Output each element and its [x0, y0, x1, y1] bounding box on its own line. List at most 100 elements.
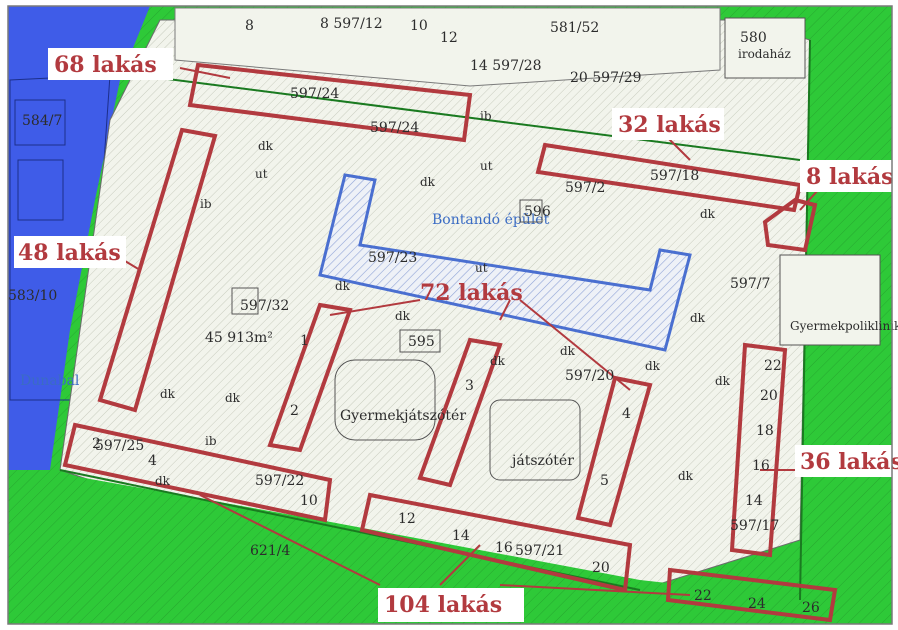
- demolish-building: [318, 173, 692, 352]
- north-block: [174, 7, 721, 87]
- building-68: [187, 62, 473, 143]
- parcel-label: 45 913m²: [205, 330, 273, 346]
- building-irodahaz: [724, 17, 806, 79]
- callout-36: 36 lakás: [795, 445, 898, 477]
- building-104a: [62, 422, 333, 523]
- house-number: 8: [245, 18, 254, 34]
- house-number: 16: [752, 458, 770, 474]
- building-8: [762, 197, 818, 253]
- parcel-label: 8 597/12: [320, 16, 383, 32]
- structure-jatszoter: [489, 399, 581, 481]
- house-number: 14: [452, 528, 470, 544]
- house-number: 18: [756, 423, 774, 439]
- building-584: [14, 99, 66, 146]
- landuse-code: ib: [205, 434, 217, 448]
- new-buildings: [62, 62, 838, 623]
- landuse-code: ib: [200, 197, 212, 211]
- house-number: 1: [300, 333, 309, 349]
- parcel-label: 621/4: [250, 543, 290, 559]
- parcel-label: 584/7: [22, 113, 62, 129]
- label-irodahaz: irodaház: [738, 47, 791, 61]
- house-number: 14: [745, 493, 763, 509]
- parcel-label: 581/52: [550, 20, 599, 36]
- landuse-code: dk: [560, 344, 576, 358]
- building-72b: [417, 337, 503, 488]
- landuse-code: dk: [490, 354, 506, 368]
- structure-596: [519, 199, 543, 223]
- house-number: 4: [622, 406, 631, 422]
- parcel-label: 597/18: [650, 168, 699, 184]
- svg-text:8 lakás: 8 lakás: [806, 164, 893, 190]
- house-number: 5: [600, 473, 609, 489]
- landuse-code: dk: [715, 374, 731, 388]
- svg-text:72 lakás: 72 lakás: [420, 280, 523, 306]
- parcel-label: 597/21: [515, 543, 564, 559]
- house-number: 22: [694, 588, 712, 604]
- parcel-label: 597/20: [565, 368, 614, 384]
- parcel-label: 596: [524, 204, 551, 220]
- parcel-label: 597/23: [368, 250, 417, 266]
- parcel-label: 580: [740, 30, 767, 46]
- road-north: [159, 77, 801, 161]
- landuse-code: dk: [225, 391, 241, 405]
- svg-text:48 lakás: 48 lakás: [18, 240, 121, 266]
- parcel-label: 597/32: [240, 298, 289, 314]
- label-gyermekjatszoter: Gyermekjátszótér: [340, 408, 466, 424]
- landuse-code: dk: [700, 207, 716, 221]
- landuse-codes: dk ut ib dk dk ut dk dk dk dk dk dk ib d…: [155, 109, 731, 488]
- building-104c: [665, 567, 838, 623]
- landuse-code: ut: [255, 167, 268, 181]
- landuse-code: dk: [160, 387, 176, 401]
- house-number: 10: [300, 493, 318, 509]
- landuse-code: ut: [475, 261, 488, 275]
- house-number: 20: [760, 388, 778, 404]
- house-number: 12: [398, 511, 416, 527]
- building-36: [729, 342, 788, 558]
- callout-48: 48 lakás: [14, 236, 126, 268]
- parcel-label: 597/25: [95, 438, 144, 454]
- callout-104: 104 lakás: [378, 588, 524, 622]
- parcel-label: 14 597/28: [470, 58, 542, 74]
- house-number: 24: [748, 596, 766, 612]
- landuse-code: dk: [645, 359, 661, 373]
- structure-playground: [334, 359, 436, 441]
- building-72c: [575, 375, 653, 528]
- parcel-label: 597/2: [565, 180, 605, 196]
- landuse-code: dk: [258, 139, 274, 153]
- house-number: 22: [764, 358, 782, 374]
- parcel-label: 597/24: [370, 120, 419, 136]
- parcel-label: 583/10: [8, 288, 57, 304]
- map-border: [7, 5, 893, 625]
- label-duna: Dunabal: [20, 373, 80, 389]
- house-numbers: 1 2 3 4 5 2 4 10 12 14 16 20 22 24 26 14…: [92, 18, 820, 616]
- callout-leaders: [109, 67, 821, 596]
- svg-text:36 lakás: 36 lakás: [800, 449, 898, 475]
- landuse-code: dk: [678, 469, 694, 483]
- landuse-code: dk: [335, 279, 351, 293]
- house-number: 10: [410, 18, 428, 34]
- callout-8: 8 lakás: [800, 160, 894, 192]
- house-number: 20: [592, 560, 610, 576]
- svg-text:32 lakás: 32 lakás: [618, 112, 721, 138]
- svg-text:104 lakás: 104 lakás: [384, 592, 502, 618]
- building-583: [17, 159, 64, 221]
- parcel-label: 595: [408, 334, 435, 350]
- callout-32: 32 lakás: [612, 108, 724, 140]
- house-number: 3: [465, 378, 474, 394]
- building-poliklinika: [779, 254, 881, 346]
- label-gyermekpoliklinika: Gyermekpoliklinika: [790, 319, 898, 333]
- parcel-label: 597/7: [730, 276, 770, 292]
- building-32: [535, 142, 803, 213]
- house-number: 4: [148, 453, 157, 469]
- landuse-code: ut: [480, 159, 493, 173]
- label-jatszoter: játszótér: [510, 453, 574, 469]
- parcel-label: 20 597/29: [570, 70, 642, 86]
- house-number: 16: [495, 540, 513, 556]
- parcel-label: 597/24: [290, 86, 339, 102]
- structure-595: [399, 329, 441, 353]
- parcel-label: 597/17: [730, 518, 779, 534]
- structure-597-32: [231, 287, 259, 315]
- landuse-code: dk: [395, 309, 411, 323]
- building-104b: [359, 492, 633, 593]
